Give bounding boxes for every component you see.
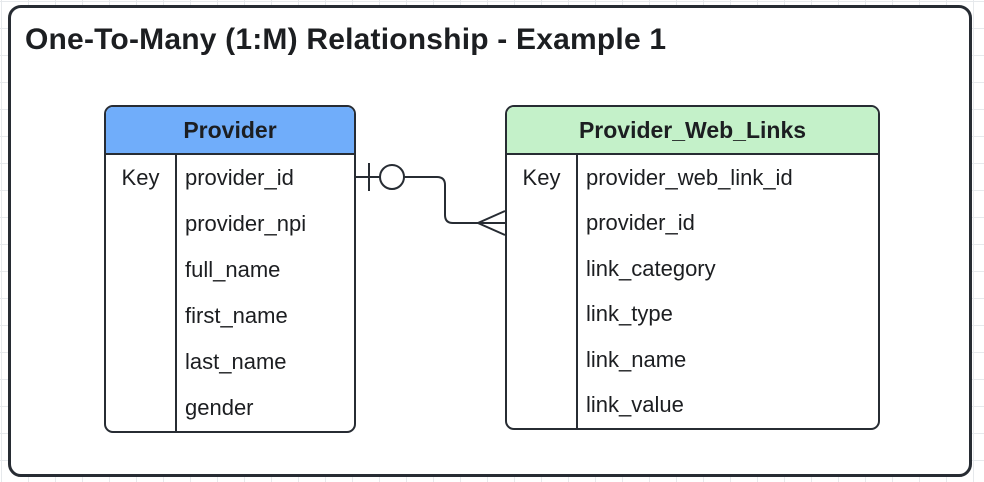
key-label: Key bbox=[121, 165, 160, 190]
entity-provider-title: Provider bbox=[106, 107, 354, 155]
field-row: link_name bbox=[586, 346, 687, 372]
field-row: link_category bbox=[586, 255, 716, 281]
field-row: link_value bbox=[586, 392, 684, 418]
entity-provider-web-links-key-column: Key bbox=[507, 155, 578, 428]
entity-provider-fields: provider_id provider_npi full_name first… bbox=[177, 155, 354, 431]
field-row: last_name bbox=[185, 349, 287, 374]
entity-provider-key-column: Key bbox=[106, 155, 177, 431]
field-row: provider_id bbox=[185, 165, 294, 190]
field-row: link_type bbox=[586, 301, 673, 327]
field-row: gender bbox=[185, 395, 254, 420]
field-row: provider_id bbox=[586, 210, 695, 236]
field-row: provider_web_link_id bbox=[586, 164, 793, 190]
field-row: full_name bbox=[185, 257, 281, 282]
diagram-title: One-To-Many (1:M) Relationship - Example… bbox=[25, 23, 667, 56]
entity-provider-body: Key provider_id provider_npi full_name f… bbox=[106, 155, 354, 431]
field-row: first_name bbox=[185, 303, 288, 328]
entity-provider-web-links-title: Provider_Web_Links bbox=[507, 107, 878, 155]
entity-provider: Provider Key provider_id provider_npi fu… bbox=[104, 105, 356, 433]
entity-provider-web-links-body: Key provider_web_link_id provider_id lin… bbox=[507, 155, 878, 428]
key-label: Key bbox=[522, 164, 561, 190]
entity-provider-web-links: Provider_Web_Links Key provider_web_link… bbox=[505, 105, 880, 430]
entity-provider-web-links-fields: provider_web_link_id provider_id link_ca… bbox=[578, 155, 878, 428]
field-row: provider_npi bbox=[185, 211, 307, 236]
